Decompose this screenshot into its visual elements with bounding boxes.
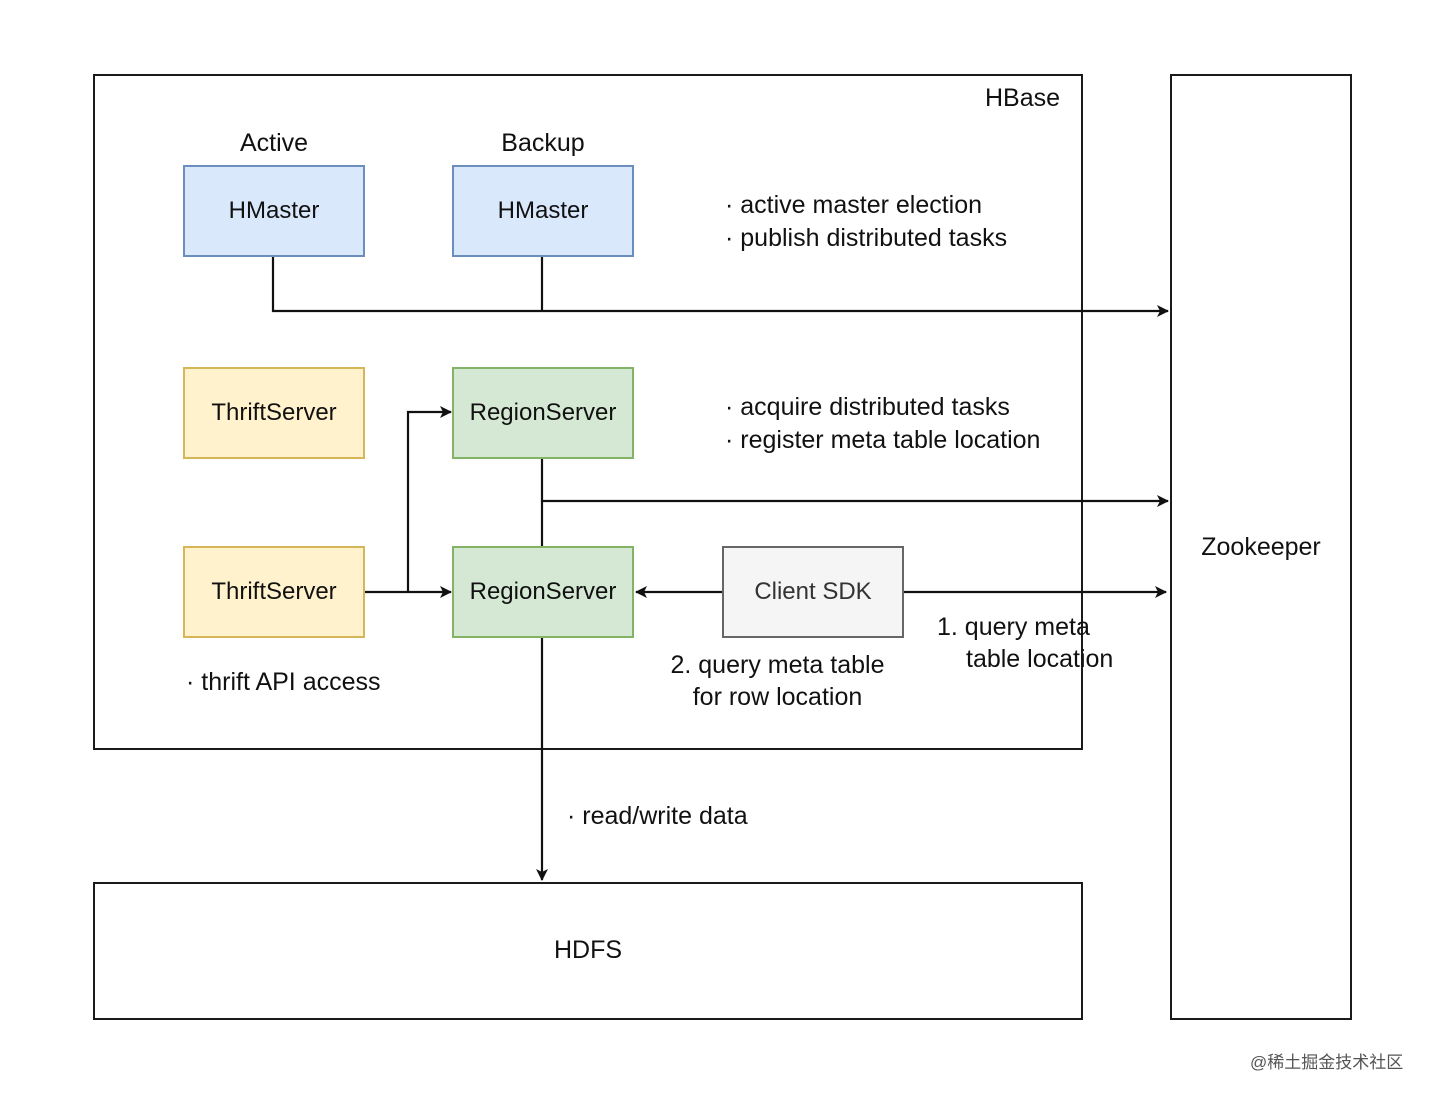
- edge-thrift-to-regionserver-top: [406, 406, 452, 592]
- edge-regionserver-to-zookeeper: [540, 459, 1169, 507]
- hmaster-active-node: HMaster: [183, 165, 365, 257]
- hbase-container: [93, 74, 1083, 750]
- thrift-note: · thrift API access: [186, 668, 381, 696]
- client-step1-line1: 1. query meta: [937, 613, 1090, 641]
- client-step2-line1: 2. query meta table: [670, 651, 885, 679]
- zookeeper-label: Zookeeper: [1201, 533, 1321, 561]
- master-note-publish: · publish distributed tasks: [725, 224, 1008, 252]
- watermark-text: @稀土掘金技术社区: [1250, 1053, 1404, 1072]
- client-sdk-node: Client SDK: [722, 546, 904, 638]
- client-step2-line2: for row location: [692, 683, 863, 711]
- hbase-label: HBase: [985, 84, 1061, 112]
- regionserver-note-acquire: · acquire distributed tasks: [725, 393, 1010, 421]
- zookeeper-container: [1170, 74, 1352, 1020]
- regionserver-top-node: RegionServer: [452, 367, 634, 459]
- hdfs-label: HDFS: [553, 936, 623, 964]
- edge-active-hmaster-to-zookeeper: [271, 257, 1169, 317]
- hmaster-backup-node: HMaster: [452, 165, 634, 257]
- thriftserver-bottom-node: ThriftServer: [183, 546, 365, 638]
- client-step1-line2: table location: [966, 645, 1114, 673]
- regionserver-bottom-node: RegionServer: [452, 546, 634, 638]
- master-note-election: · active master election: [725, 191, 983, 219]
- regionserver-note-register: · register meta table location: [725, 426, 1041, 454]
- hdfs-container: [93, 882, 1083, 1020]
- hdfs-edge-note: · read/write data: [567, 802, 748, 830]
- active-caption: Active: [239, 129, 309, 157]
- backup-caption: Backup: [501, 129, 585, 157]
- thriftserver-top-node: ThriftServer: [183, 367, 365, 459]
